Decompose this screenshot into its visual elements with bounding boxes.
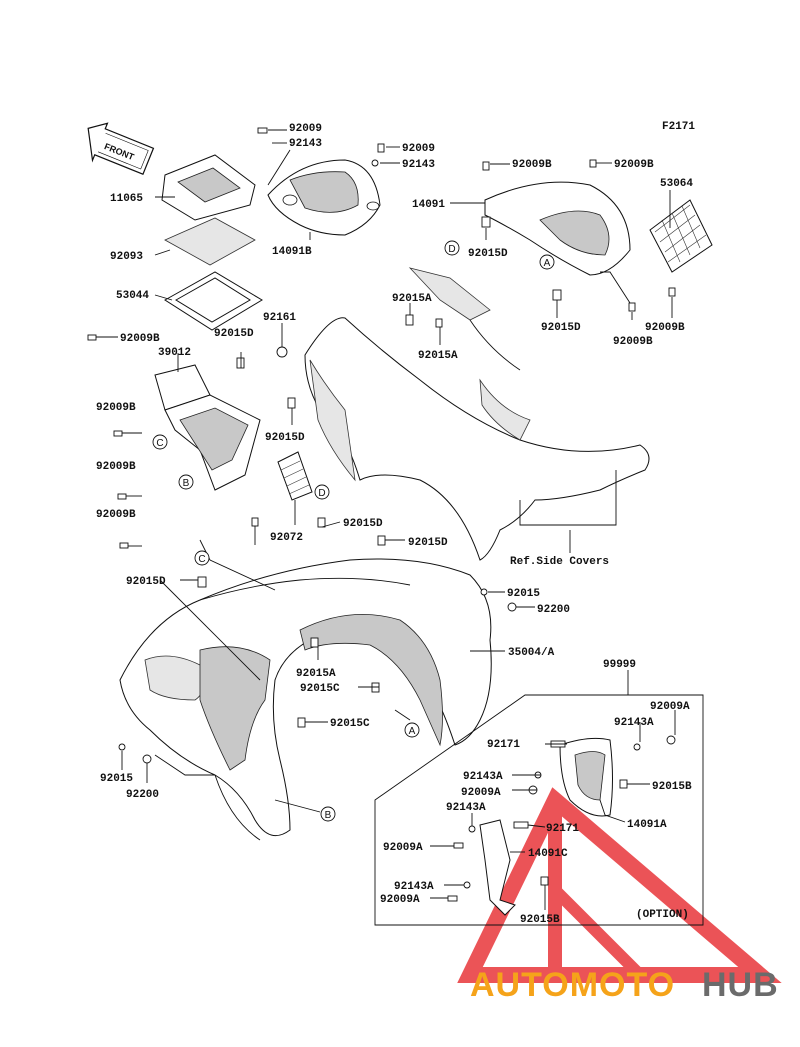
callout-b-text: B: [183, 478, 190, 489]
callout-d-text: D: [318, 488, 325, 499]
part-label: 92143A: [463, 771, 503, 783]
part-label: 92015B: [520, 914, 560, 926]
part-label: 92015A: [296, 668, 336, 680]
part-label: 92200: [126, 789, 159, 801]
part-label: 99999: [603, 659, 636, 671]
part-label: 92015: [100, 773, 133, 785]
part-label: 92015D: [468, 248, 508, 260]
part-label: 92015C: [330, 718, 370, 730]
part-label: 92009B: [613, 336, 653, 348]
part-53064-shape: [649, 199, 713, 273]
part-label: 92143A: [446, 802, 486, 814]
part-label: 92015A: [418, 350, 458, 362]
part-label: 39012: [158, 347, 191, 359]
part-label: 92015D: [126, 576, 166, 588]
part-labels: 92009 92143 92009 92143 92009B 92009B 11…: [96, 123, 693, 926]
part-label: 92009A: [380, 894, 420, 906]
watermark-text-1: AUTOMOTO: [470, 966, 675, 1004]
part-label: 92009B: [512, 159, 552, 171]
hardware-markers: [87, 127, 676, 902]
part-label: 92009B: [96, 509, 136, 521]
part-label: 92015: [507, 588, 540, 600]
callout-a-text: A: [409, 726, 416, 737]
part-label: 92015D: [541, 322, 581, 334]
callout-d-2: D: [314, 484, 330, 500]
part-label: 92009: [402, 143, 435, 155]
callout-c-1: C: [152, 434, 168, 450]
callout-b-2: B: [320, 806, 336, 822]
part-label: 14091A: [627, 819, 667, 831]
part-label: 92143A: [394, 881, 434, 893]
part-label: 92171: [487, 739, 520, 751]
part-label: 14091B: [272, 246, 312, 258]
part-11065-shape: [161, 154, 256, 221]
part-label: 92171: [546, 823, 579, 835]
part-label: 92015D: [214, 328, 254, 340]
part-label: 92143: [289, 138, 322, 150]
part-label: 92015D: [265, 432, 305, 444]
part-label: 53064: [660, 178, 693, 190]
part-label: 92009B: [614, 159, 654, 171]
watermark-text-2: HUB: [702, 966, 779, 1004]
part-53044-shape: [164, 271, 263, 331]
front-arrow-icon: FRONT: [87, 122, 155, 176]
part-label: 92009B: [96, 402, 136, 414]
watermark: AUTOMOTO HUB: [470, 966, 779, 1004]
part-label: 92009A: [650, 701, 690, 713]
part-label: 92015D: [408, 537, 448, 549]
leader-lines: [96, 129, 676, 910]
part-label: 92009B: [120, 333, 160, 345]
part-label: 92009A: [383, 842, 423, 854]
part-92093-shape: [164, 217, 256, 266]
callout-a-text: A: [544, 258, 551, 269]
callout-c-2: C: [194, 550, 210, 566]
option-label: (OPTION): [636, 909, 689, 921]
option-box: [374, 694, 704, 926]
part-label: 92009: [289, 123, 322, 135]
part-label: 92009A: [461, 787, 501, 799]
part-fender-body-shape: [304, 267, 650, 561]
part-35004A-shape: [119, 558, 492, 841]
part-label: 92015D: [343, 518, 383, 530]
part-label: 92009B: [96, 461, 136, 473]
part-label: 92009B: [645, 322, 685, 334]
callout-a-1: A: [539, 254, 555, 270]
part-14091B-shape: [267, 159, 381, 236]
ref-side-covers-note: Ref.Side Covers: [510, 556, 609, 568]
part-label: 92143A: [614, 717, 654, 729]
part-39012-shape: [154, 364, 261, 491]
part-label: 92015B: [652, 781, 692, 793]
callout-c-text: C: [156, 438, 163, 449]
part-label: 92015C: [300, 683, 340, 695]
callout-c-text: C: [198, 554, 205, 565]
callout-b-text: B: [325, 810, 332, 821]
part-label: 92161: [263, 312, 296, 324]
part-label: 92015A: [392, 293, 432, 305]
part-label: 14091C: [528, 848, 568, 860]
part-label: 92093: [110, 251, 143, 263]
callout-b-1: B: [178, 474, 194, 490]
part-14091-shape: [484, 181, 631, 276]
part-92072-shape: [277, 451, 313, 501]
part-label: 35004/A: [508, 647, 555, 659]
part-label: 14091: [412, 199, 445, 211]
callout-d-text: D: [448, 244, 455, 255]
part-label: 92072: [270, 532, 303, 544]
part-label: 92200: [537, 604, 570, 616]
part-label: 92143: [402, 159, 435, 171]
watermark-logo-icon: [457, 787, 782, 983]
figure-code: F2171: [662, 121, 695, 133]
part-label: 53044: [116, 290, 149, 302]
callout-d-1: D: [444, 240, 460, 256]
part-label: 11065: [110, 193, 143, 205]
callout-a-2: A: [404, 722, 420, 738]
